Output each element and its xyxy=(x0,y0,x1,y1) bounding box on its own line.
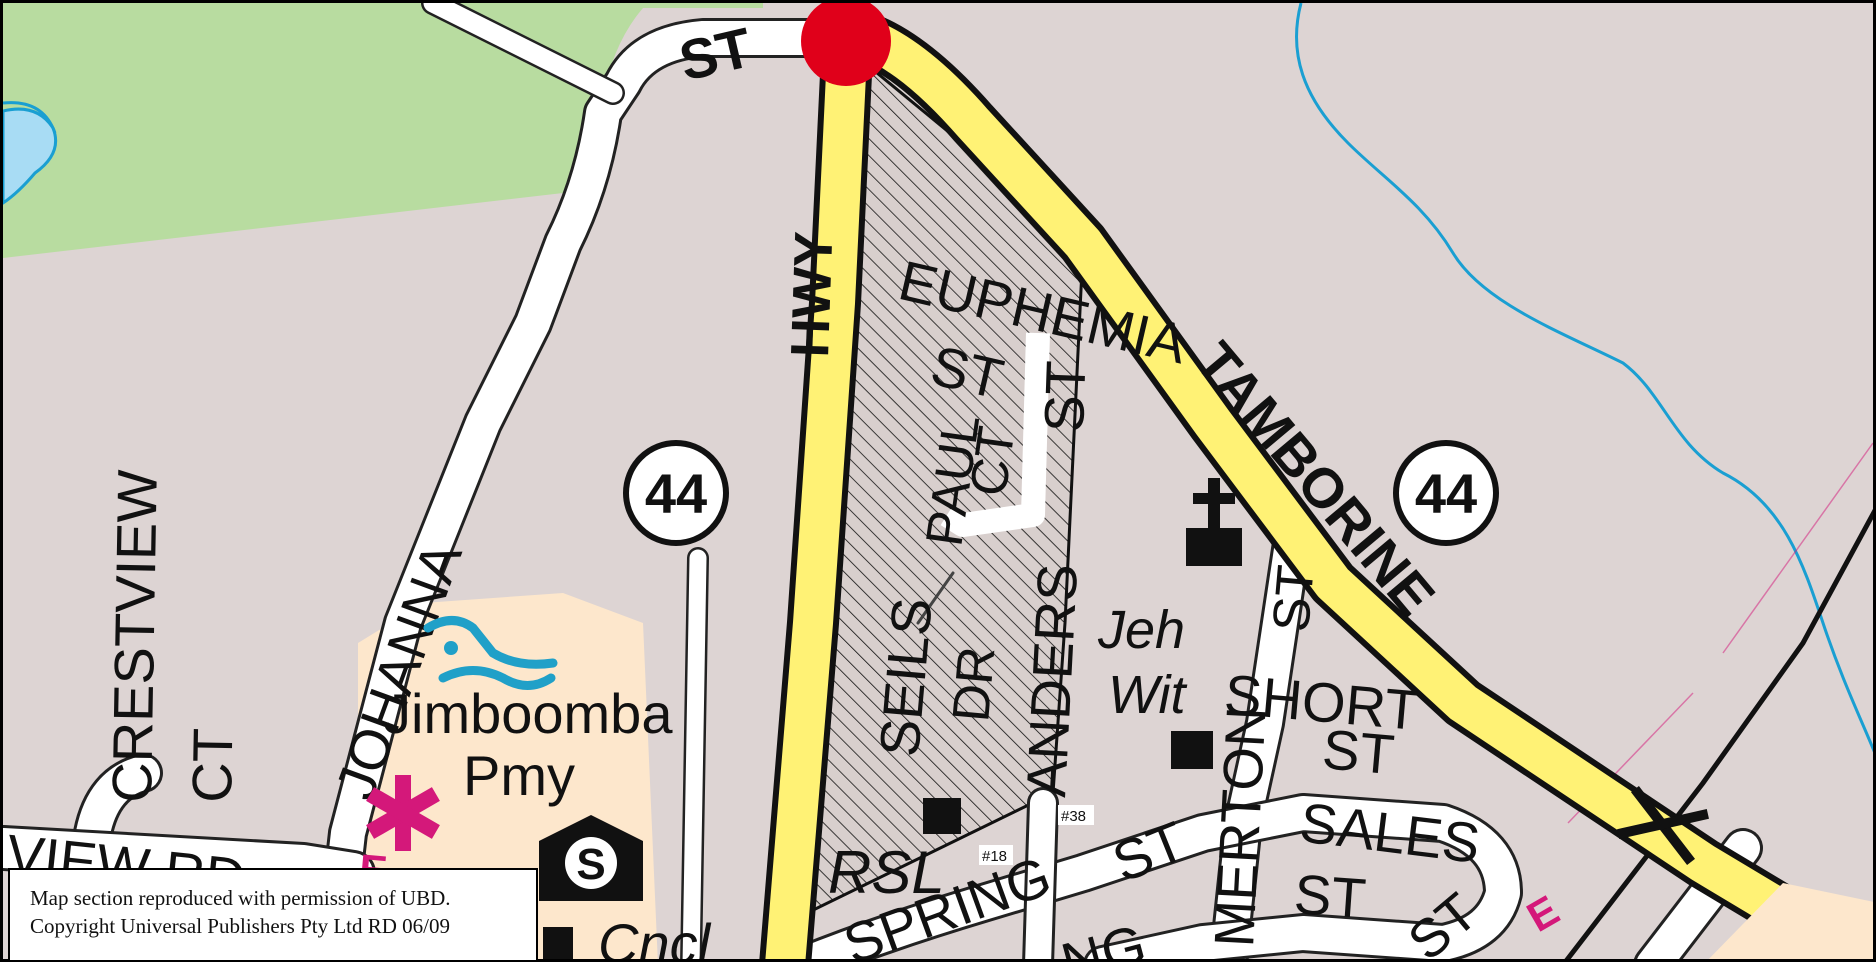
copyright-line: Copyright Universal Publishers Pty Ltd R… xyxy=(30,914,450,938)
stream-pond-edge xyxy=(3,101,57,134)
copyright-notice: Map section reproduced with permission o… xyxy=(8,868,538,962)
school-icon: S xyxy=(539,815,643,901)
minor-roads xyxy=(3,3,1763,959)
street-label-st-top: ST xyxy=(674,15,758,92)
railway-line xyxy=(1564,508,1873,959)
svg-text:#38: #38 xyxy=(1061,808,1086,825)
svg-text:S: S xyxy=(576,840,605,889)
building-icon xyxy=(1171,731,1213,769)
place-label-jeh: Jeh xyxy=(1097,600,1185,660)
stream xyxy=(1294,3,1873,753)
svg-text:#18: #18 xyxy=(982,848,1007,865)
route-shield-44: 44 xyxy=(623,440,729,546)
street-label-short-st: ST xyxy=(1320,717,1397,786)
street-label-sales-st: ST xyxy=(1292,862,1368,930)
map-canvas: ST HWY EUPHEMIA ST PAUL CT ST TAMBORINE … xyxy=(3,3,1873,962)
place-label-pmy: Pmy xyxy=(463,744,575,807)
boundary-line xyxy=(1722,442,1873,654)
house-number: #18 xyxy=(979,845,1013,865)
svg-text:44: 44 xyxy=(645,462,707,525)
house-number: #38 xyxy=(1058,805,1094,825)
street-label-paul-ct: CT xyxy=(959,423,1026,500)
water-pond xyxy=(3,107,58,205)
place-label-rsl: RSL xyxy=(828,839,945,906)
place-label-jimboomba: Jimboomba xyxy=(383,682,673,745)
place-label-wit: Wit xyxy=(1108,665,1187,725)
church-cross-icon xyxy=(1186,478,1242,566)
street-label-hwy: HWY xyxy=(780,230,844,358)
street-label-crestview: CRESTVIEW xyxy=(100,469,169,803)
street-label-euphemia-st: ST xyxy=(925,333,1009,410)
street-label-merton: MERTON xyxy=(1202,705,1278,949)
copyright-line: Map section reproduced with permission o… xyxy=(30,886,451,910)
street-label-st-vertical: ST xyxy=(1032,360,1097,434)
building-icon xyxy=(923,798,961,834)
street-label-crestview-ct: CT xyxy=(180,727,244,803)
medical-star-icon xyxy=(366,775,440,851)
swimming-pool-icon xyxy=(423,616,558,690)
street-label-st-upper: ST xyxy=(1262,563,1326,634)
location-marker-icon xyxy=(801,3,891,86)
place-label-cncl: Cncl xyxy=(598,912,712,962)
svg-text:44: 44 xyxy=(1415,462,1477,525)
rail-crossing-icon xyxy=(1617,785,1709,866)
route-shield-44: 44 xyxy=(1393,440,1499,546)
street-label-anders: ANDERS xyxy=(1014,562,1089,798)
land-light-area xyxy=(1708,883,1873,959)
street-label-seils: SEILS xyxy=(867,595,944,759)
paul-ct-road xyxy=(940,332,1050,537)
street-label-seils-dr: DR xyxy=(942,644,1006,724)
building-icon xyxy=(543,927,573,959)
